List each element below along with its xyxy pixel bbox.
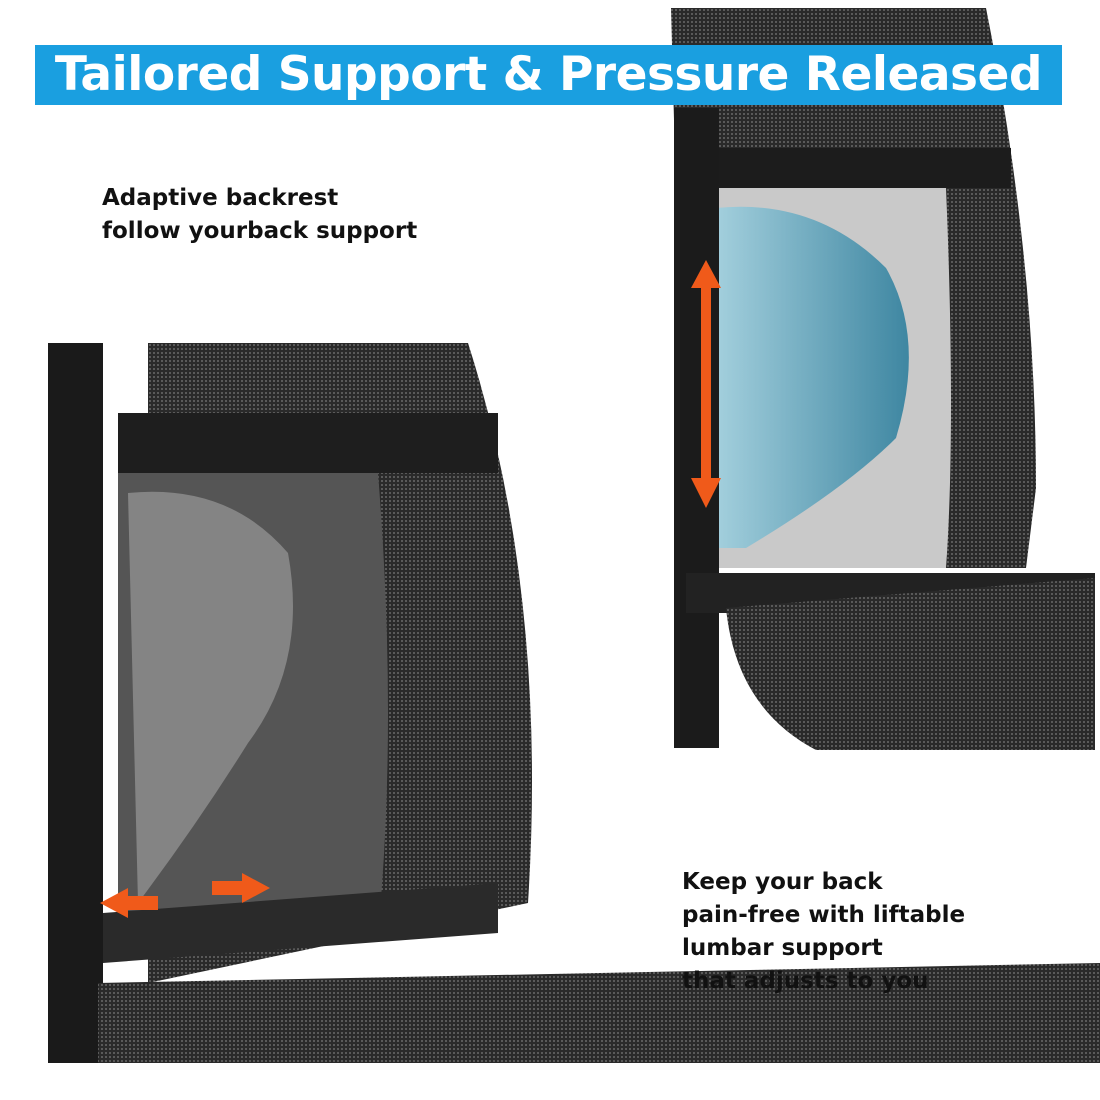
lumbar-support-caption: Keep your back pain-free with liftable l… [682, 869, 966, 994]
banner-title: Tailored Support & Pressure Released [54, 47, 1043, 102]
vertical-arrow-icon [691, 260, 721, 508]
right-chair-photo [566, 8, 1095, 750]
lumbar-pad [716, 206, 909, 548]
horizontal-arrows-icon [100, 873, 270, 918]
left-chair-photo [48, 343, 1100, 1063]
title-banner: Tailored Support & Pressure Released [35, 45, 1062, 105]
adaptive-backrest-caption: Adaptive backrest follow yourback suppor… [102, 185, 418, 244]
